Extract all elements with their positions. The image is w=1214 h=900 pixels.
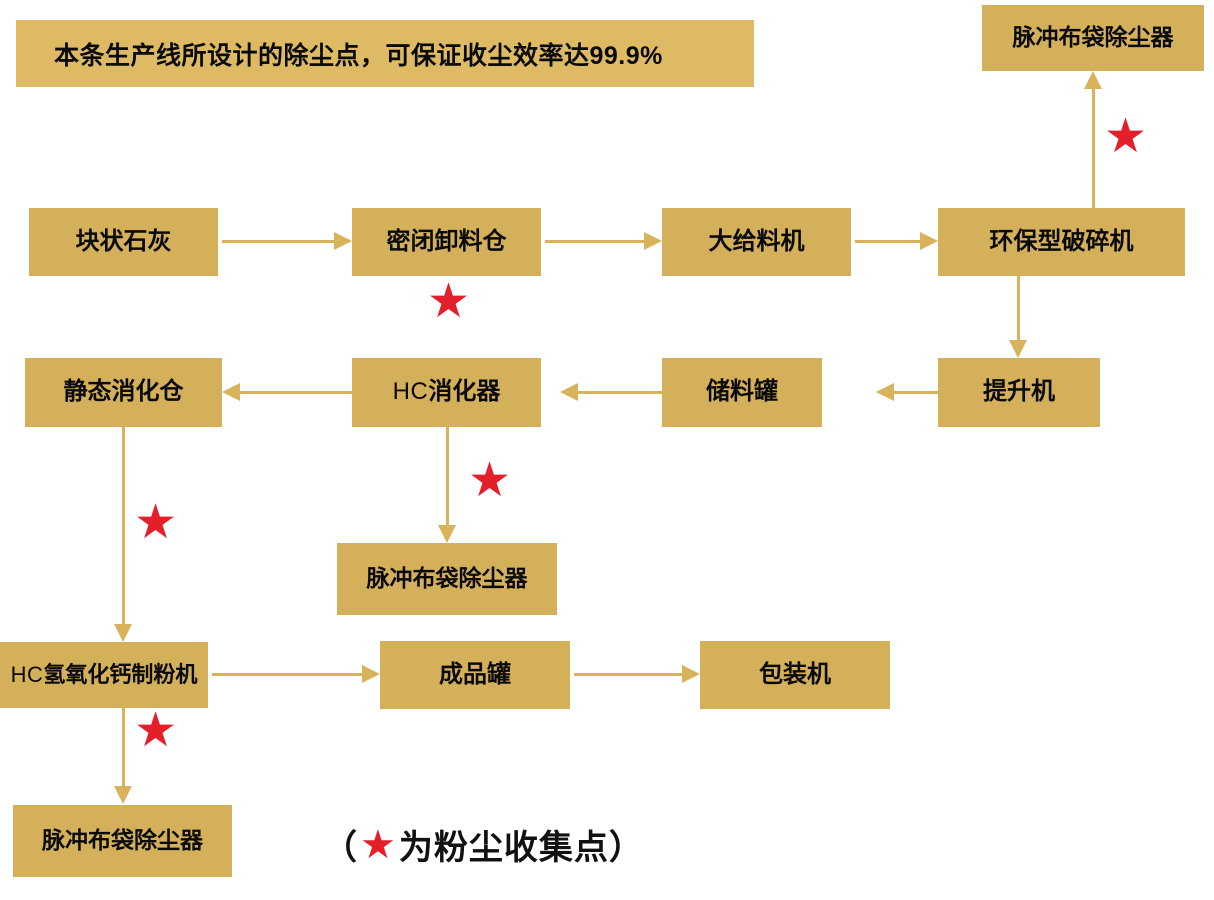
- dust-point-star-icon: ★: [427, 275, 471, 328]
- node-label: 密闭卸料仓: [386, 227, 507, 255]
- node-static-digester[interactable]: 静态消化仓: [25, 358, 222, 427]
- node-lump-lime[interactable]: 块状石灰: [29, 208, 218, 276]
- dust-point-star-icon: ★: [134, 496, 178, 549]
- node-label: 脉冲布袋除尘器: [1012, 24, 1174, 51]
- edge-lump-lime-to-sealed-unloader: [222, 240, 334, 243]
- title-banner: 本条生产线所设计的除尘点，可保证收尘效率达99.9%: [16, 20, 754, 87]
- node-label: 提升机: [983, 378, 1055, 406]
- edge-elevator-to-storage-tank: [894, 391, 938, 394]
- edge-hc-digester-to-dust-collector-middle: [446, 427, 449, 525]
- edge-arrowhead-down: [114, 786, 132, 804]
- edge-eco-crusher-to-elevator: [1017, 276, 1020, 340]
- node-label: 脉冲布袋除尘器: [366, 565, 528, 592]
- edge-arrowhead-down: [438, 525, 456, 543]
- node-label: 环保型破碎机: [989, 227, 1134, 255]
- edge-arrowhead-down: [114, 624, 132, 642]
- node-sealed-unloader[interactable]: 密闭卸料仓: [352, 208, 541, 276]
- edge-arrowhead-right: [920, 232, 938, 250]
- node-label: 静态消化仓: [63, 378, 184, 406]
- node-dust-collector-top-right[interactable]: 脉冲布袋除尘器: [982, 5, 1204, 71]
- node-label-prefix: HC: [10, 661, 44, 687]
- edge-sealed-unloader-to-large-feeder: [545, 240, 644, 243]
- node-label: 储料罐: [706, 378, 778, 406]
- dust-point-star-icon: ★: [134, 704, 178, 757]
- node-label: 氢氧化钙制粉机: [43, 661, 198, 687]
- legend: （ ★ 为粉尘收集点 ）: [323, 820, 644, 869]
- node-label: 脉冲布袋除尘器: [42, 827, 203, 854]
- edge-arrowhead-down: [1009, 340, 1027, 358]
- node-dust-collector-bottom-left[interactable]: 脉冲布袋除尘器: [13, 805, 232, 877]
- title-banner-text: 本条生产线所设计的除尘点，可保证收尘效率达99.9%: [54, 41, 663, 70]
- edge-large-feeder-to-eco-crusher: [855, 240, 920, 243]
- node-large-feeder[interactable]: 大给料机: [662, 208, 851, 276]
- node-label: 包装机: [759, 660, 831, 688]
- edge-arrowhead-right: [644, 232, 662, 250]
- dust-point-star-icon: ★: [468, 454, 512, 507]
- edge-storage-tank-to-hc-digester: [578, 391, 662, 394]
- edge-arrowhead-right: [682, 665, 700, 683]
- legend-text: 为粉尘收集点: [398, 829, 609, 867]
- edge-arrowhead-right: [362, 665, 380, 683]
- edge-hc-hydrated-lime-mill-to-dust-collector-bottom-left: [122, 708, 125, 786]
- legend-open-paren: （: [323, 829, 358, 867]
- legend-star-icon: ★: [360, 822, 397, 867]
- node-label: 消化器: [428, 378, 501, 406]
- node-product-tank[interactable]: 成品罐: [380, 641, 570, 709]
- edge-arrowhead-right: [334, 232, 352, 250]
- edge-hc-hydrated-lime-mill-to-product-tank: [212, 673, 362, 676]
- edge-arrowhead-up: [1084, 71, 1102, 89]
- edge-hc-digester-to-static-digester: [240, 391, 352, 394]
- dust-point-star-icon: ★: [1104, 110, 1148, 163]
- node-storage-tank[interactable]: 储料罐: [662, 358, 822, 427]
- edge-static-digester-to-hc-hydrated-lime-mill: [122, 427, 125, 624]
- node-label: 成品罐: [439, 660, 511, 688]
- edge-arrowhead-left: [560, 383, 578, 401]
- edge-product-tank-to-packing-machine: [574, 673, 682, 676]
- node-elevator[interactable]: 提升机: [938, 358, 1100, 427]
- legend-close-paren: ）: [608, 829, 644, 867]
- node-packing-machine[interactable]: 包装机: [700, 641, 890, 709]
- edge-arrowhead-left: [876, 383, 894, 401]
- node-dust-collector-middle[interactable]: 脉冲布袋除尘器: [337, 543, 557, 615]
- node-label-prefix: HC: [392, 378, 429, 406]
- node-label: 块状石灰: [75, 227, 172, 255]
- edge-eco-crusher-to-dust-collector-top-right: [1092, 89, 1095, 209]
- node-eco-crusher[interactable]: 环保型破碎机: [938, 208, 1185, 276]
- edge-arrowhead-left: [222, 383, 240, 401]
- node-label: 大给料机: [708, 227, 805, 255]
